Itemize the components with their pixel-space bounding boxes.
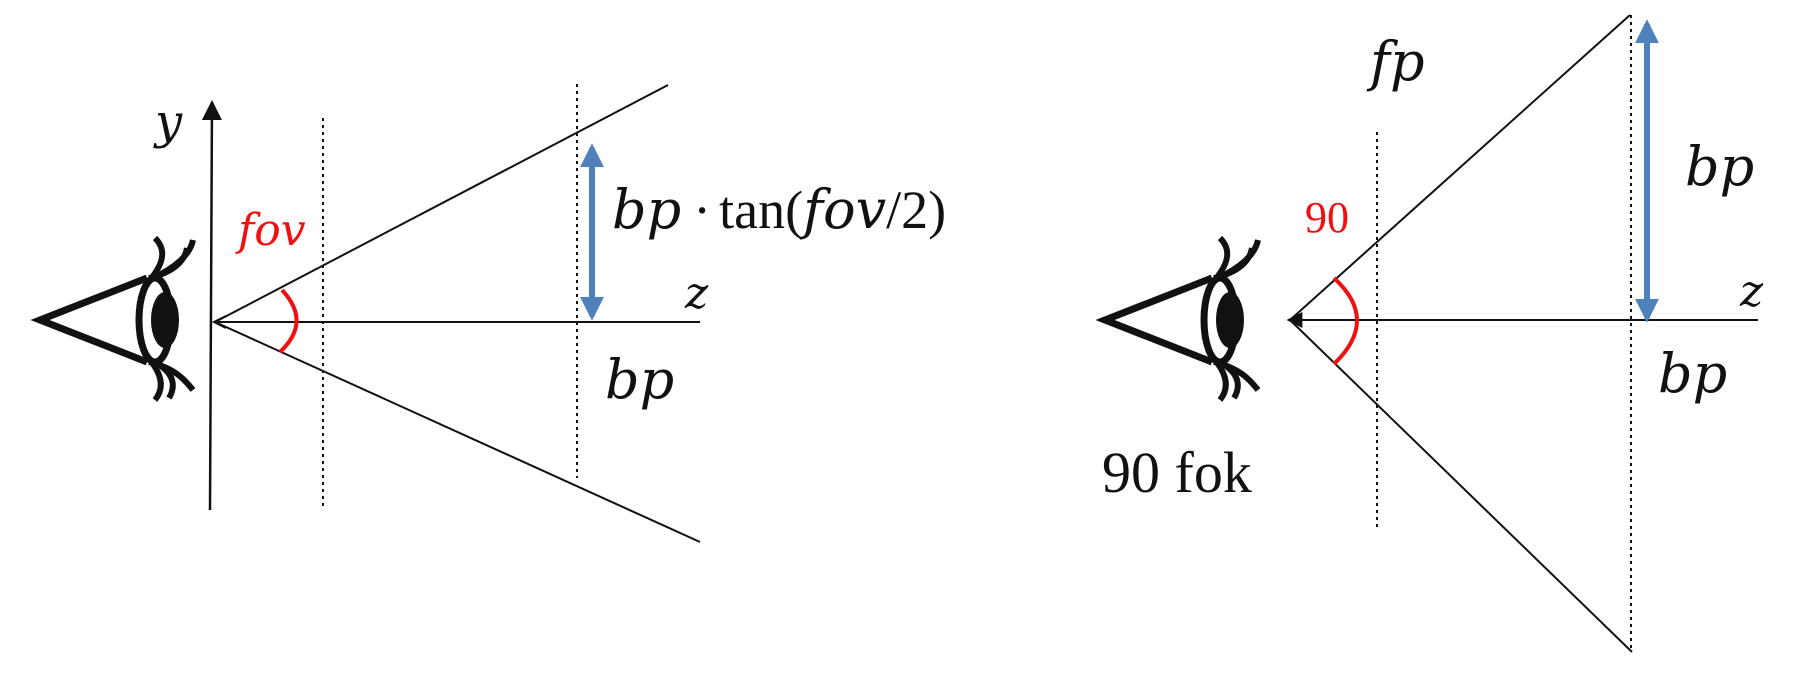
frustum-bottom-edge	[1289, 319, 1633, 653]
axis-z-label: z	[684, 268, 709, 319]
bp-height-label: bp	[1685, 135, 1754, 198]
axis-y-label: y	[153, 94, 183, 150]
formula-tan: tan(	[719, 180, 803, 240]
frustum-top-edge	[1289, 14, 1631, 321]
angle-arc	[1332, 276, 1359, 366]
y-axis	[201, 100, 222, 511]
formula-dot: ·	[693, 180, 711, 240]
bp-label: bp	[605, 348, 674, 411]
height-formula: bp·tan(fov/2)	[612, 178, 946, 241]
frustum-top-edge	[214, 84, 669, 323]
left-figure: y z fov bp bp·tan(fov/2)	[40, 84, 946, 543]
eye-icon	[40, 238, 193, 400]
fp-label: fp	[1366, 30, 1425, 93]
angle-label: 90	[1305, 193, 1349, 242]
right-figure: fp 90 bp z bp 90 fok	[1102, 14, 1764, 653]
eye-icon	[1105, 238, 1258, 400]
bp-label: bp	[1658, 342, 1727, 405]
fov-arc	[278, 288, 299, 354]
axis-z-label: z	[1739, 266, 1764, 317]
fov-label: fov	[235, 205, 306, 256]
formula-half: /2)	[886, 180, 946, 240]
frustum-bottom-edge	[214, 321, 701, 543]
formula-fov: fov	[799, 178, 886, 241]
formula-bp: bp	[612, 178, 681, 241]
caption: 90 fok	[1102, 440, 1252, 505]
